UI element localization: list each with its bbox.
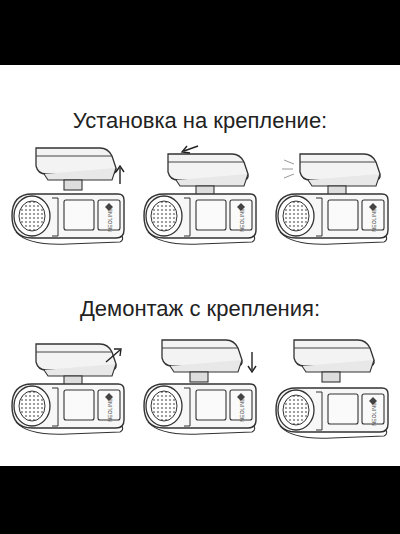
brand-logo: NEOLINE — [238, 398, 244, 421]
brand-logo: NEOLINE — [238, 208, 244, 231]
bottom-bar — [0, 466, 400, 534]
section-heading: Установка на крепление: — [0, 108, 400, 134]
brand-logo: NEOLINE — [106, 208, 112, 231]
camera-illustration — [272, 140, 392, 250]
camera-illustration — [8, 330, 128, 440]
top-bar — [0, 0, 400, 65]
brand-logo: NEOLINE — [106, 398, 112, 421]
camera-illustration — [140, 140, 260, 250]
camera-illustration — [8, 140, 128, 250]
camera-illustration — [140, 330, 260, 440]
section-heading: Демонтаж с крепления: — [0, 296, 400, 322]
brand-logo: NEOLINE — [370, 208, 376, 231]
brand-logo: NEOLINE — [370, 402, 376, 425]
